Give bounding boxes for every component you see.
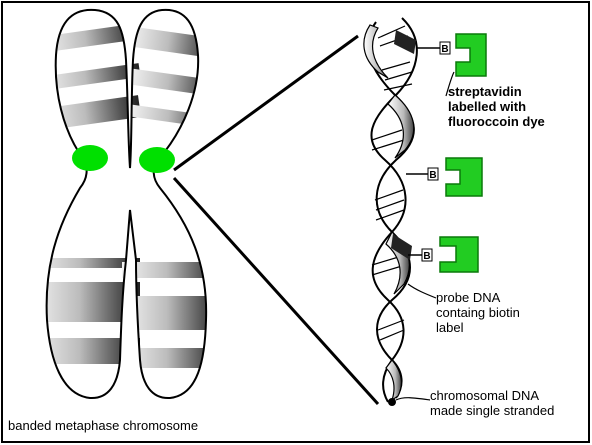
caption-banded-chromosome: banded metaphase chromosome — [8, 418, 198, 433]
probe-spot-right — [139, 147, 175, 173]
label-streptavidin: streptavidin labelled with fluoroccoin d… — [448, 84, 545, 129]
label-probe-dna: probe DNA containg biotin label — [436, 290, 520, 335]
svg-text:B: B — [441, 44, 448, 55]
probe-spot-left — [72, 145, 108, 171]
label-chromosomal-dna: chromosomal DNA made single stranded — [430, 388, 554, 418]
svg-text:B: B — [429, 170, 436, 181]
svg-text:B: B — [423, 251, 430, 262]
